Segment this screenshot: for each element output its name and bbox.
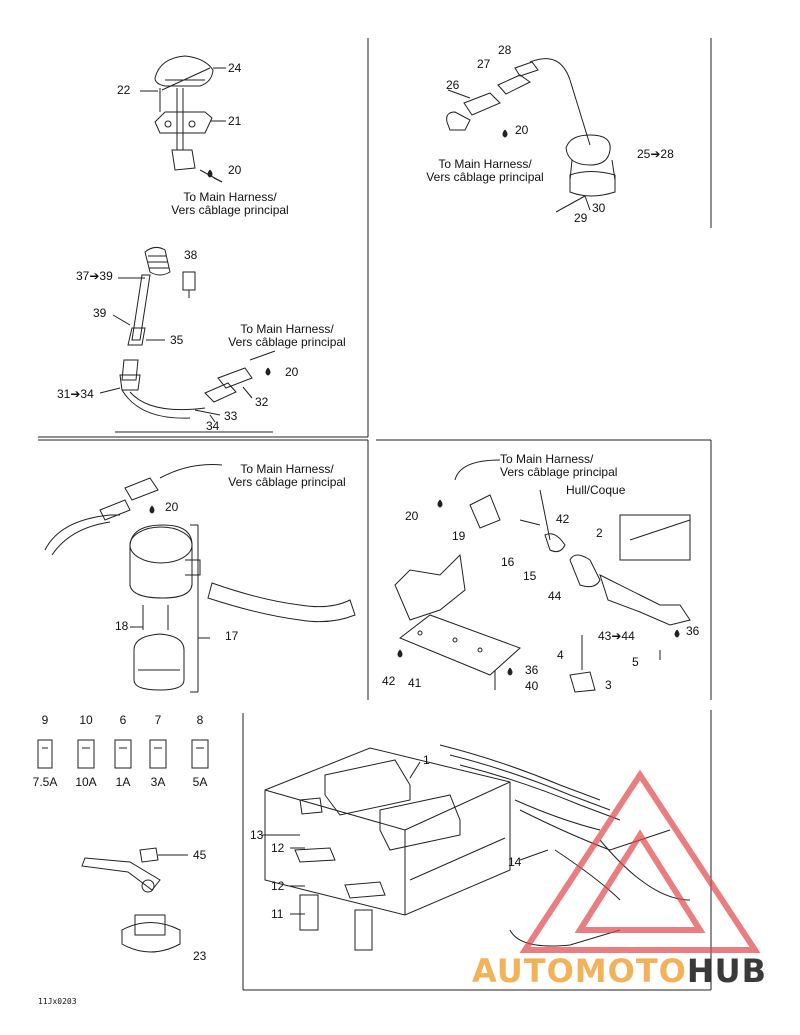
harness-note-5: To Main Harness/ Vers câblage principal (500, 453, 650, 479)
bracket-assembly (394, 459, 691, 693)
callout-12: 12 (271, 879, 285, 893)
callout-11: 11 (271, 907, 284, 921)
harness-note-4: To Main Harness/ Vers câblage principal (212, 463, 362, 489)
callout-16: 16 (501, 555, 515, 569)
callout-30: 30 (592, 201, 606, 215)
harness-note-en: To Main Harness/ (438, 157, 532, 171)
fuse-part-number: 8 (196, 713, 204, 727)
callout-4: 4 (557, 648, 564, 662)
hull-note: Hull/Coque (566, 483, 626, 497)
callout-28: 28 (498, 43, 512, 57)
harness-note-fr: Vers câblage principal (426, 170, 544, 184)
mount-assembly (81, 847, 188, 953)
callout-13: 13 (250, 828, 264, 842)
callout-21: 21 (228, 114, 242, 128)
watermark-part1: AUTOMOTO (472, 952, 687, 990)
sensor-assembly (140, 55, 226, 183)
callout-24: 24 (228, 61, 242, 75)
callout-43-44: 43➔44 (598, 629, 635, 643)
fuse-rating: 7.5A (32, 775, 58, 789)
fuse-rating: 3A (150, 775, 166, 789)
callout-17: 17 (225, 629, 239, 643)
callout-31-34: 31➔34 (57, 387, 94, 401)
callout-15: 15 (523, 569, 537, 583)
harness-note-fr: Vers câblage principal (171, 203, 289, 217)
callout-12: 12 (271, 841, 285, 855)
harness-note-en: To Main Harness/ (240, 462, 334, 476)
fuse-rating: 5A (192, 775, 208, 789)
callout-3: 3 (605, 678, 612, 692)
callout-27: 27 (477, 57, 491, 71)
callout-37-39: 37➔39 (76, 269, 113, 283)
callout-42: 42 (382, 674, 396, 688)
harness-note-fr: Vers câblage principal (228, 335, 346, 349)
callout-22: 22 (117, 83, 131, 97)
fuse-part-number: 9 (41, 713, 49, 727)
callout-20: 20 (515, 123, 529, 137)
callout-20: 20 (285, 365, 299, 379)
callout-35: 35 (170, 333, 184, 347)
harness-note-fr: Vers câblage principal (500, 465, 618, 479)
callout-26: 26 (446, 78, 460, 92)
callout-20: 20 (405, 509, 419, 523)
callout-23: 23 (193, 949, 207, 963)
watermark-text: AUTOMOTOHUB (472, 952, 767, 990)
callout-45: 45 (193, 848, 207, 862)
callout-20: 20 (165, 500, 179, 514)
harness-note-1: To Main Harness/ Vers câblage principal (155, 191, 305, 217)
fuse-rating: 10A (75, 775, 97, 789)
fuse-part-number: 7 (154, 713, 162, 727)
harness-note-en: To Main Harness/ (183, 190, 277, 204)
callout-41: 41 (408, 676, 422, 690)
callout-2: 2 (596, 526, 603, 540)
callout-1: 1 (423, 753, 430, 767)
callout-5: 5 (632, 655, 639, 669)
callout-44: 44 (548, 589, 562, 603)
harness-note-2: To Main Harness/ Vers câblage principal (410, 158, 560, 184)
callout-14: 14 (508, 855, 522, 869)
callout-38: 38 (184, 248, 198, 262)
fuse-row (37, 739, 209, 769)
gauge-assembly (446, 58, 616, 213)
watermark-part2: HUB (686, 952, 768, 990)
callout-34: 34 (206, 419, 220, 433)
callout-29: 29 (574, 211, 588, 225)
harness-note-fr: Vers câblage principal (228, 475, 346, 489)
fuse-part-number: 6 (119, 713, 127, 727)
callout-42: 42 (556, 512, 570, 526)
callout-36: 36 (686, 624, 700, 638)
callout-32: 32 (255, 395, 269, 409)
harness-note-en: To Main Harness/ (500, 452, 594, 466)
callout-18: 18 (115, 619, 129, 633)
harness-note-3: To Main Harness/ Vers câblage principal (212, 323, 362, 349)
callout-20: 20 (228, 163, 242, 177)
electrical-box (262, 744, 691, 951)
drawing-code: 11Jx0203 (38, 997, 77, 1006)
callout-33: 33 (224, 409, 238, 423)
callout-39: 39 (93, 306, 107, 320)
watermark-logo (519, 769, 761, 953)
fuse-rating: 1A (115, 775, 131, 789)
callout-25-28: 25➔28 (637, 147, 674, 161)
callout-40: 40 (525, 679, 539, 693)
callout-19: 19 (452, 529, 466, 543)
harness-note-en: To Main Harness/ (240, 322, 334, 336)
callout-36: 36 (525, 663, 539, 677)
light-assembly (99, 246, 276, 423)
pump-assembly (44, 464, 356, 693)
fuse-part-number: 10 (79, 713, 93, 727)
